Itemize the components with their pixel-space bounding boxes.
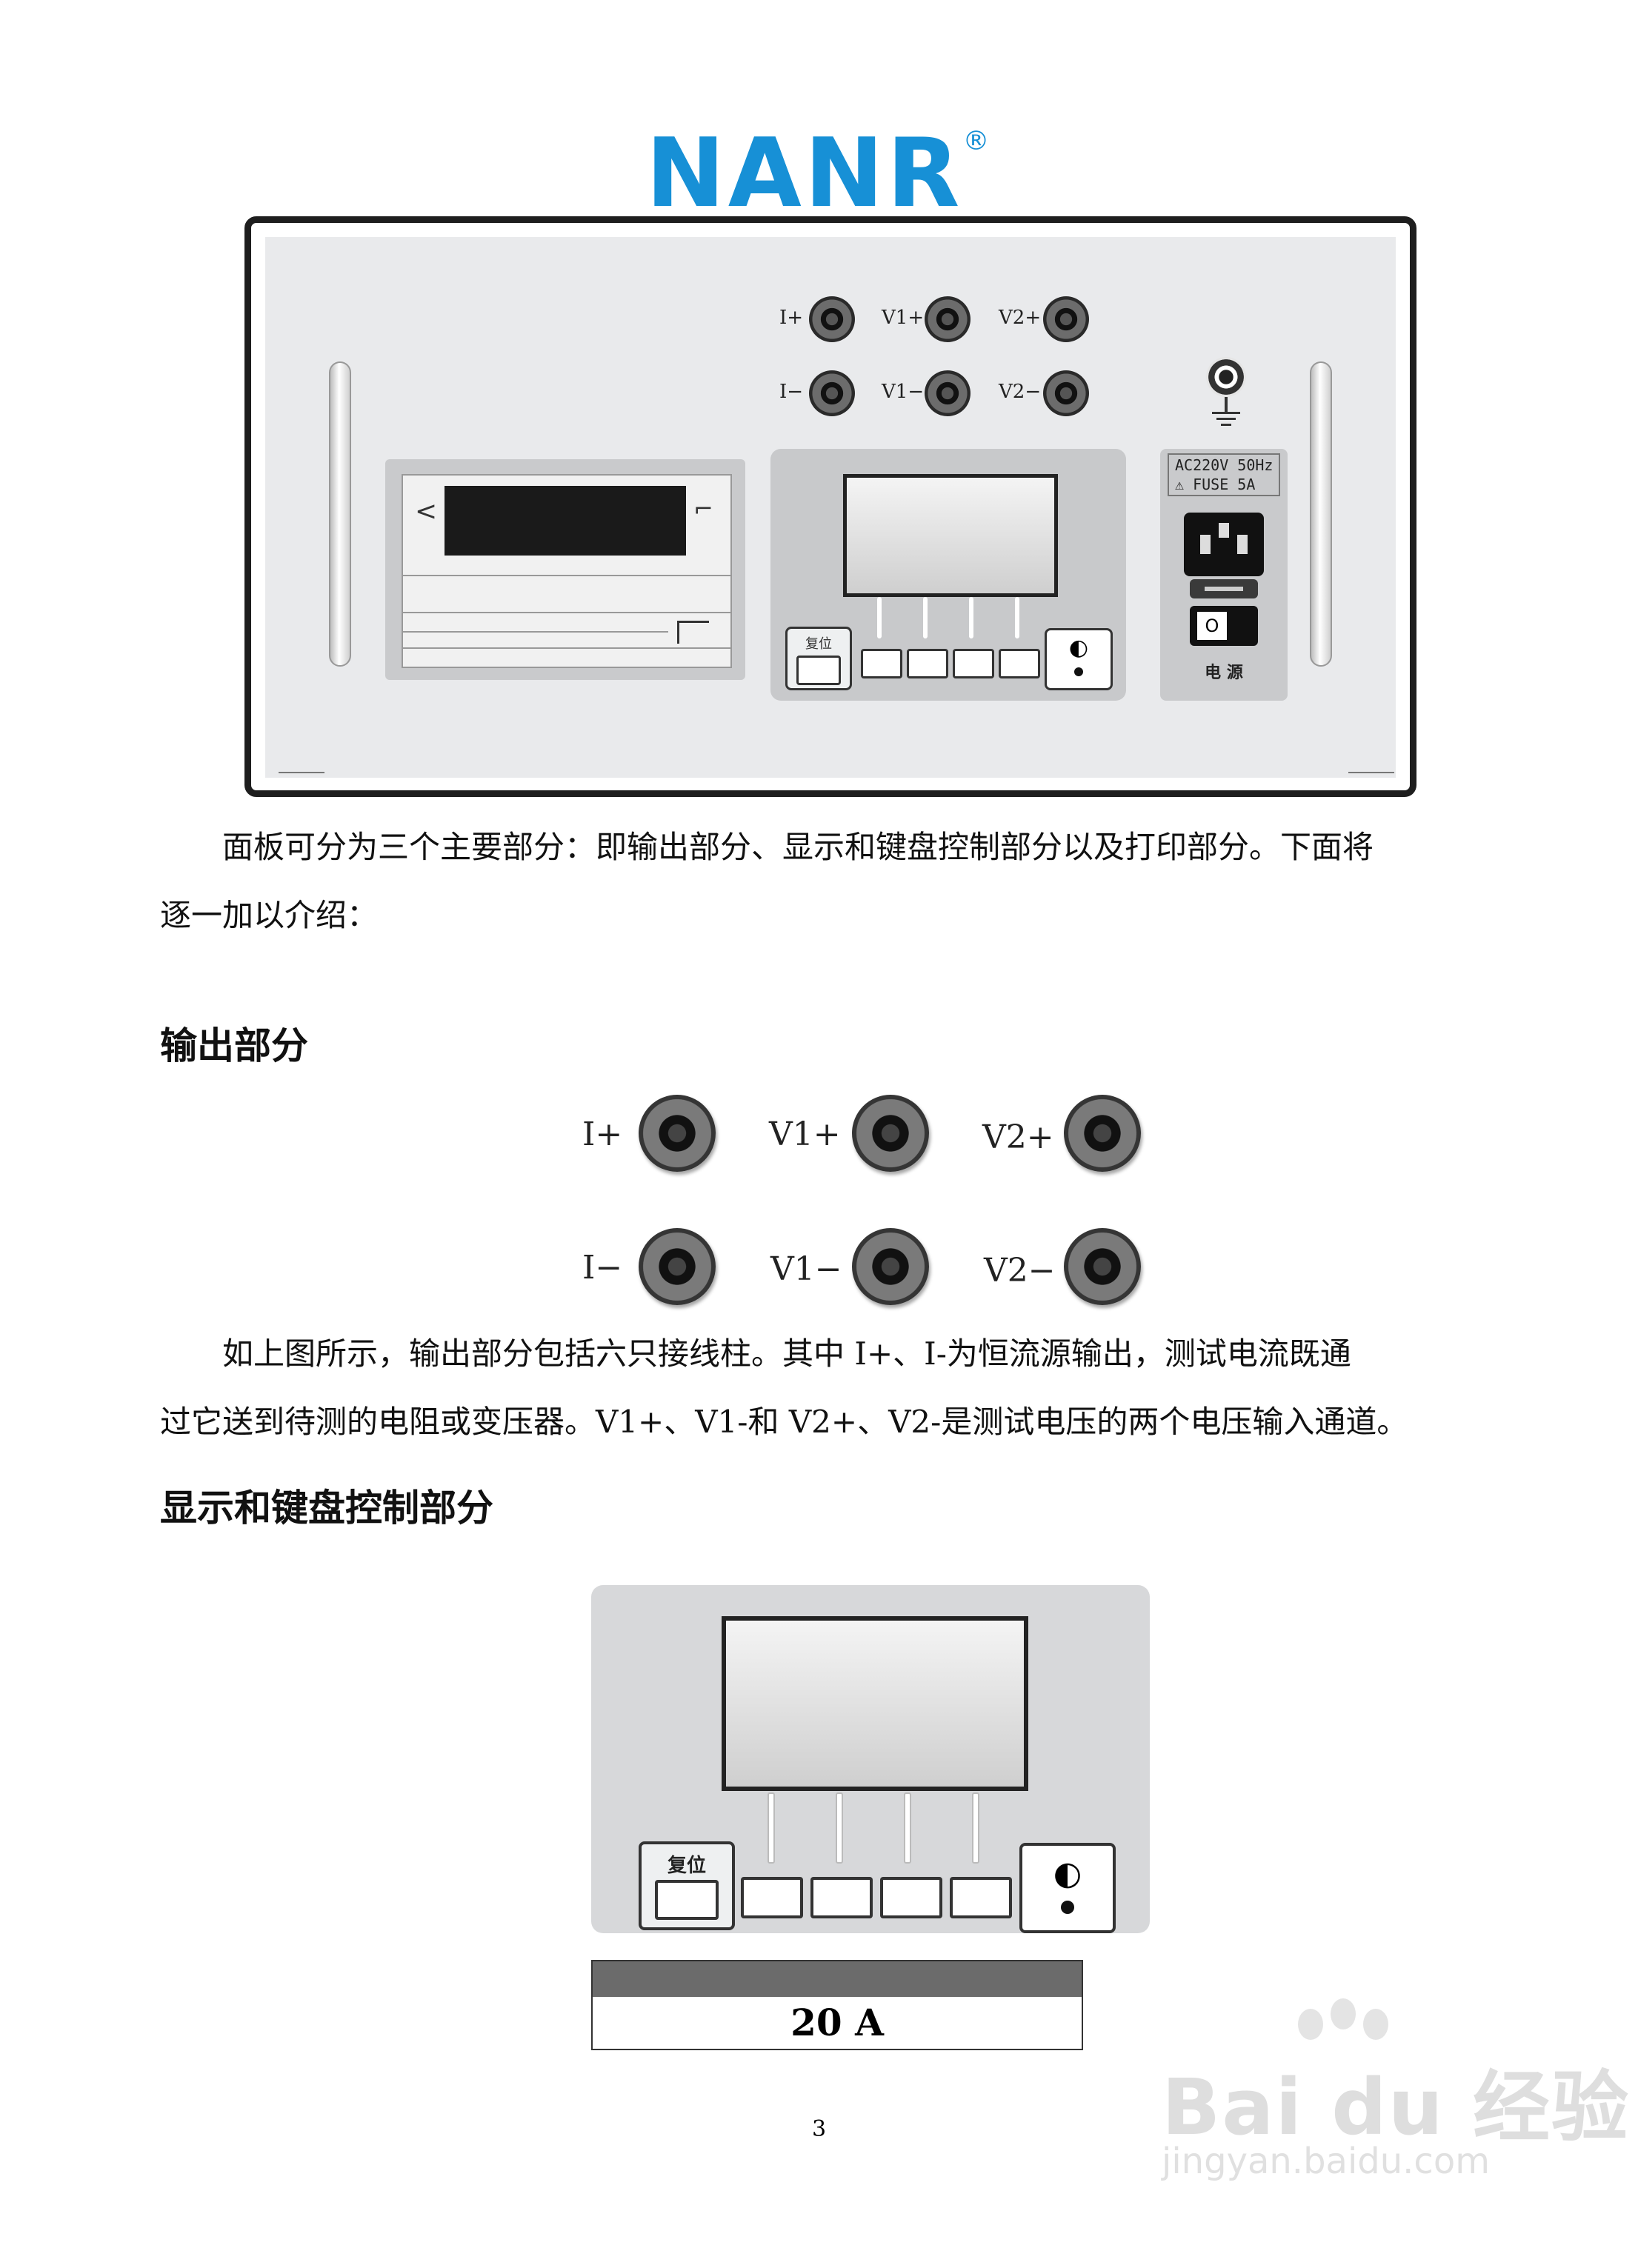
display-section-heading: 显示和键盘控制部分 (160, 1487, 493, 1530)
watermark-url: jingyan.baidu.com (1162, 2141, 1490, 2182)
ground-symbol-bar3 (1221, 424, 1231, 426)
contrast-dot-icon (1074, 667, 1083, 676)
intro-line-2: 逐一加以介绍： (160, 897, 379, 933)
softkey-3[interactable] (953, 649, 994, 678)
corner-mark-left (279, 772, 324, 773)
power-switch-label: O (1197, 612, 1227, 640)
printer-line-3 (402, 631, 668, 633)
handle-right (1310, 361, 1332, 667)
watermark-logo: Bai du 经验 (1162, 2062, 1630, 2152)
big-jack-label-v2-plus: V2+ (982, 1118, 1054, 1156)
jack-i-plus[interactable] (809, 296, 855, 342)
handle-left (329, 361, 351, 667)
printer-slot (445, 486, 686, 556)
big-softkey-1[interactable] (741, 1877, 803, 1918)
softkey-indicator-4 (1015, 597, 1019, 638)
power-rating-voltage: AC220V 50Hz (1175, 456, 1274, 474)
big-lcd-display (722, 1616, 1028, 1791)
lcd-display (843, 474, 1058, 597)
printer-line-4 (402, 647, 732, 649)
jack-v1-minus[interactable] (925, 370, 971, 416)
brand-logo-text: NANR (645, 119, 963, 229)
watermark-paw-toe-2 (1331, 1998, 1356, 2029)
paper-feed-lever[interactable] (677, 621, 709, 644)
big-jack-label-i-minus: I− (582, 1249, 623, 1287)
ac-power-socket[interactable] (1184, 513, 1264, 576)
softkey-indicator-2 (923, 597, 928, 638)
big-softkey-3[interactable] (880, 1877, 942, 1918)
socket-pin-left (1200, 535, 1211, 554)
big-jack-label-v1-minus: V1− (770, 1250, 842, 1288)
softkey-1[interactable] (861, 649, 902, 678)
brand-logo: NANR® (0, 119, 1638, 229)
big-contrast-key[interactable]: ◐ (1019, 1843, 1116, 1933)
big-jack-i-plus[interactable] (639, 1095, 716, 1172)
reset-key-frame: 复位 (785, 627, 852, 690)
big-softkey-2[interactable] (810, 1877, 873, 1918)
jack-label-v1-minus: V1− (882, 381, 925, 403)
output-desc-line-1: 如上图所示，输出部分包括六只接线柱。其中 I+、I-为恒流源输出，测试电流既通 (222, 1335, 1351, 1372)
ground-symbol-bar2 (1216, 418, 1236, 420)
printer-right-mark: ⌐ (693, 495, 713, 523)
big-reset-key-label: 复位 (667, 1855, 706, 1877)
range-value-cell: 20 A (591, 1997, 1083, 2050)
big-jack-label-i-plus: I+ (582, 1115, 623, 1153)
corner-mark-right (1348, 772, 1394, 773)
big-jack-v1-plus[interactable] (852, 1095, 929, 1172)
watermark-paw-toe-3 (1363, 2009, 1388, 2040)
big-softkey-4[interactable] (950, 1877, 1012, 1918)
jack-v2-plus[interactable] (1043, 296, 1089, 342)
page-number: 3 (811, 2116, 827, 2142)
jack-label-i-plus: I+ (779, 307, 804, 329)
output-section-heading: 输出部分 (160, 1024, 308, 1067)
big-jack-v2-minus[interactable] (1064, 1228, 1141, 1305)
printer-left-mark: < (415, 496, 438, 527)
socket-pin-right (1237, 535, 1248, 554)
big-jack-v2-plus[interactable] (1064, 1095, 1141, 1172)
range-header-bar (591, 1960, 1083, 1998)
registered-mark: ® (962, 126, 993, 156)
intro-line-1: 面板可分为三个主要部分：即输出部分、显示和键盘控制部分以及打印部分。下面将 (222, 829, 1374, 865)
power-switch[interactable]: O (1190, 606, 1258, 646)
printer-line-1 (402, 575, 732, 576)
power-label: 电 源 (1205, 664, 1243, 682)
socket-pin-ground (1219, 523, 1229, 538)
contrast-icon: ◐ (1068, 635, 1089, 661)
fuse-icon (1205, 587, 1243, 591)
contrast-key[interactable]: ◐ (1045, 628, 1113, 690)
big-reset-button[interactable] (655, 1880, 719, 1920)
big-softkey-indicator-1 (768, 1792, 775, 1864)
ground-symbol-stem (1225, 397, 1228, 412)
jack-label-v2-minus: V2− (999, 381, 1042, 403)
ground-terminal[interactable] (1206, 357, 1246, 397)
softkey-4[interactable] (999, 649, 1040, 678)
jack-i-minus[interactable] (809, 370, 855, 416)
big-contrast-icon: ◐ (1053, 1855, 1082, 1892)
ground-symbol-bar1 (1212, 412, 1240, 414)
softkey-indicator-1 (877, 597, 882, 638)
big-jack-label-v2-minus: V2− (984, 1252, 1056, 1290)
jack-v1-plus[interactable] (925, 296, 971, 342)
big-jack-v1-minus[interactable] (852, 1228, 929, 1305)
power-rating-fuse: ⚠ FUSE 5A (1175, 476, 1256, 493)
jack-label-v2-plus: V2+ (999, 307, 1042, 329)
big-reset-key-frame: 复位 (639, 1841, 735, 1930)
output-desc-line-2: 过它送到待测的电阻或变压器。V1+、V1-和 V2+、V2-是测试电压的两个电压… (160, 1404, 1408, 1440)
big-softkey-indicator-2 (836, 1792, 843, 1864)
big-contrast-dot-icon (1061, 1901, 1074, 1914)
softkey-indicator-3 (969, 597, 973, 638)
big-jack-label-v1-plus: V1+ (769, 1115, 841, 1153)
jack-label-i-minus: I− (779, 381, 804, 403)
watermark-paw-toe-1 (1298, 2009, 1323, 2040)
big-jack-i-minus[interactable] (639, 1228, 716, 1305)
printer-line-2 (402, 612, 732, 613)
big-softkey-indicator-4 (972, 1792, 979, 1864)
softkey-2[interactable] (907, 649, 948, 678)
reset-key-label: 复位 (805, 636, 832, 652)
power-rating-plate (1168, 453, 1280, 496)
big-softkey-indicator-3 (904, 1792, 911, 1864)
jack-label-v1-plus: V1+ (882, 307, 925, 329)
jack-v2-minus[interactable] (1043, 370, 1089, 416)
reset-button[interactable] (796, 656, 841, 685)
